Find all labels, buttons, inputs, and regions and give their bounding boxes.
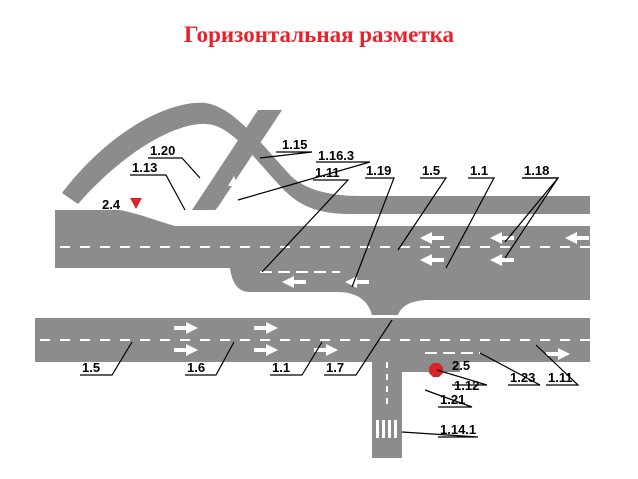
label-1-16-3: 1.16.3 (318, 148, 354, 163)
lane-arrow-icon (174, 322, 198, 334)
label-1-5-bottom: 1.5 (82, 360, 100, 375)
yield-sign-icon (130, 198, 142, 209)
stop-word: СТОП (402, 385, 430, 396)
label-1-21: 1.21 (440, 392, 465, 407)
label-1-23: 1.23 (510, 370, 535, 385)
label-1-1-bottom: 1.1 (272, 360, 290, 375)
label-1-11-top: 1.11 (315, 165, 340, 180)
merge-area (55, 210, 175, 226)
diagonal-road (192, 110, 282, 210)
label-1-1-top: 1.1 (470, 163, 488, 178)
lane-arrow-icon (565, 232, 589, 244)
lane-arrow-icon (174, 344, 198, 356)
stop-sign-icon (429, 363, 443, 377)
lane-arrow-icon (490, 254, 514, 266)
lane-arrow-icon (228, 176, 238, 186)
lane-arrow-icon (196, 176, 206, 186)
lane-arrow-icon (490, 232, 514, 244)
lane-arrow-icon (282, 276, 306, 288)
hatching-area (209, 205, 251, 219)
lane-arrow-icon (254, 344, 278, 356)
label-1-12: 1.12 (454, 378, 479, 393)
crosswalk (376, 420, 397, 438)
page-title: Горизонтальная разметка (183, 22, 455, 47)
label-1-20: 1.20 (150, 143, 175, 158)
lower-road (35, 318, 590, 362)
label-1-6: 1.6 (187, 360, 205, 375)
label-1-5-top: 1.5 (422, 163, 440, 178)
leader-lines (80, 151, 580, 438)
label-1-15: 1.15 (282, 137, 307, 152)
label-1-18: 1.18 (524, 163, 549, 178)
label-1-11-bottom: 1.11 (548, 370, 573, 385)
direction-arrows (174, 176, 589, 360)
lane-arrow-icon (420, 232, 444, 244)
road-surfaces (35, 102, 590, 458)
labels: 1.20 1.15 1.16.3 1.13 2.4 1.11 1.19 1.5 … (82, 137, 573, 437)
lane-arrow-icon (420, 254, 444, 266)
label-1-19: 1.19 (366, 163, 391, 178)
label-1-14-1: 1.14.1 (440, 422, 476, 437)
label-1-7: 1.7 (326, 360, 344, 375)
label-1-13: 1.13 (132, 160, 157, 175)
lane-arrow-icon (546, 348, 570, 360)
label-2-5: 2.5 (452, 358, 470, 373)
lane-arrow-icon (345, 276, 369, 288)
lane-arrow-icon (254, 322, 278, 334)
connector-loop (230, 268, 590, 315)
lane-arrow-icon (314, 344, 338, 356)
label-2-4: 2.4 (102, 197, 121, 212)
